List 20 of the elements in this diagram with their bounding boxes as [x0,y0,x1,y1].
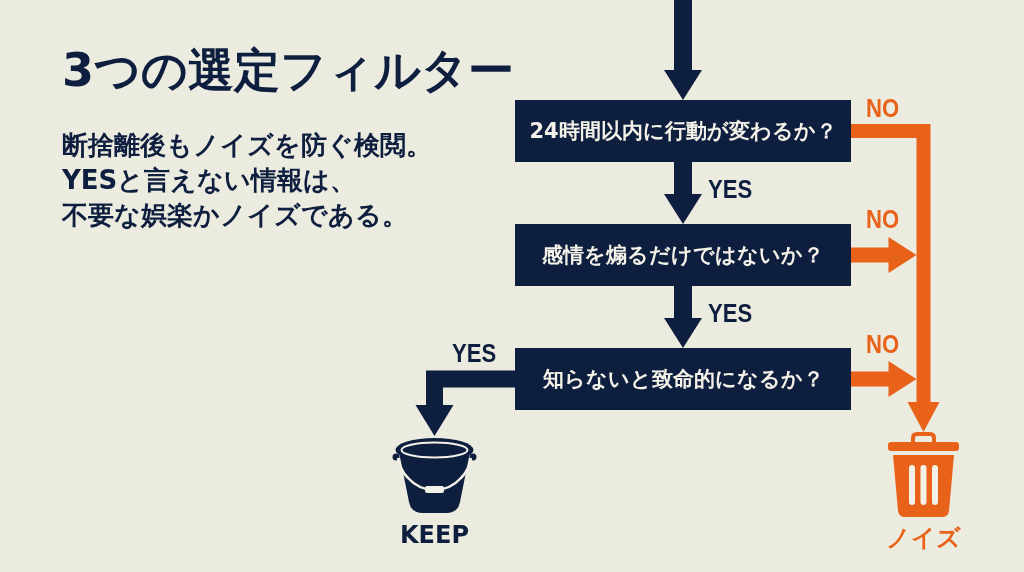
arrow [851,361,917,397]
arrow [664,162,702,224]
edge-label: NO [866,206,900,232]
node-label: KEEP [400,523,469,547]
arrow [664,0,702,100]
edge-label: YES [452,340,497,366]
title: 3つの選定フィルター [62,44,514,97]
question-box: 24時間以内に行動が変わるか？ [515,100,851,162]
arrow [415,370,515,436]
edge-label: NO [866,331,900,357]
edge-label: YES [708,176,753,202]
edge-label: YES [708,300,753,326]
arrow [851,237,917,273]
question-box: 感情を煽るだけではないか？ [515,224,851,286]
arrow [851,124,940,432]
question-box: 知らないと致命的になるか？ [515,348,851,410]
body-text: 断捨離後もノイズを防ぐ検閲。YESと言えない情報は、不要な娯楽かノイズである。 [62,129,433,232]
node-label: ノイズ [886,526,961,550]
edge-label: NO [866,95,900,121]
arrow [664,286,702,348]
